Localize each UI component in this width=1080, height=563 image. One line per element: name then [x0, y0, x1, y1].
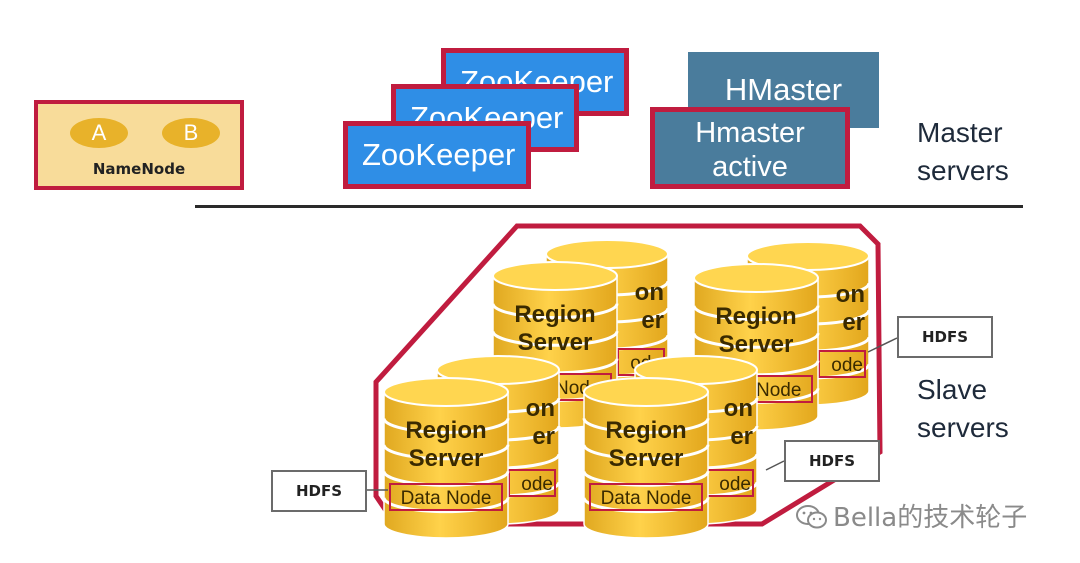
cylinder-body [383, 391, 509, 539]
region-label-fragment: on [635, 279, 664, 306]
data-node-frame [589, 483, 703, 511]
cylinder-band [692, 305, 820, 322]
master-label-line2: servers [917, 155, 1009, 186]
server-label-fragment: er [842, 309, 865, 336]
slave-label-line1: Slave [917, 374, 988, 405]
cylinder-band [491, 330, 619, 347]
data-node-label-fragment: ode [521, 474, 553, 495]
region-label: Region [715, 303, 796, 330]
server-label-fragment: er [730, 423, 753, 450]
slave-label-line2: servers [917, 412, 1009, 443]
cylinder-top [492, 261, 618, 291]
zookeeper-box-front: ZooKeeper [343, 121, 531, 189]
master-servers-label: Master servers [917, 114, 1009, 190]
zookeeper-label: ZooKeeper [362, 137, 516, 172]
hmaster-backup-label: HMaster [724, 72, 843, 107]
hmaster-active-box: Hmaster active [650, 107, 850, 189]
server-label: Server [518, 329, 593, 356]
cylinder-top [383, 377, 509, 407]
cylinder-band [582, 418, 710, 434]
region-label: Region [605, 417, 686, 444]
cylinder-band [382, 418, 510, 434]
region-label-fragment: on [836, 281, 865, 308]
data-node-label: Data Node [601, 488, 692, 509]
hdfs-connector [765, 460, 785, 471]
watermark: Bella的技术轮子 [795, 497, 1027, 534]
namenode-box: A B NameNode [34, 100, 244, 190]
hmaster-active-line1: Hmaster [695, 117, 805, 149]
namenode-label: NameNode [92, 160, 186, 178]
data-node-label: Data Node [401, 488, 492, 509]
hdfs-connector [867, 337, 898, 353]
region-label-fragment: on [526, 395, 555, 422]
region-label: Region [514, 301, 595, 328]
master-label-line1: Master [917, 117, 1003, 148]
watermark-text: Bella的技术轮子 [833, 503, 1028, 533]
server-label: Server [609, 445, 684, 472]
cylinder-band [382, 470, 510, 487]
cylinder-top [583, 377, 709, 407]
wechat-icon [796, 505, 827, 529]
namenode-a-oval: A [70, 118, 128, 148]
namenode-b-oval: B [162, 118, 220, 148]
data-node-label-fragment: ode [831, 355, 863, 376]
data-node-frame [818, 350, 866, 378]
hdfs-box: HDFS [784, 440, 880, 482]
hmaster-active-line2: active [712, 151, 788, 183]
data-node-frame [389, 483, 503, 511]
cylinder-band [491, 303, 619, 320]
data-node-frame [508, 469, 556, 497]
cylinder-top [693, 263, 819, 293]
cylinder-band [382, 444, 510, 461]
server-label-fragment: er [532, 423, 555, 450]
hdfs-box: HDFS [897, 316, 993, 358]
cylinder-band [692, 332, 820, 349]
region-label-fragment: on [724, 395, 753, 422]
hdfs-box: HDFS [271, 470, 367, 512]
slave-servers-label: Slave servers [917, 371, 1009, 447]
server-label-fragment: er [641, 307, 664, 334]
server-label: Server [409, 445, 484, 472]
server-label: Server [719, 331, 794, 358]
cylinder-band [582, 444, 710, 461]
master-slave-divider [195, 205, 1023, 208]
cylinder-body [583, 391, 709, 539]
region-label: Region [405, 417, 486, 444]
data-node-label-fragment: ode [719, 474, 751, 495]
cylinder-band [582, 470, 710, 487]
